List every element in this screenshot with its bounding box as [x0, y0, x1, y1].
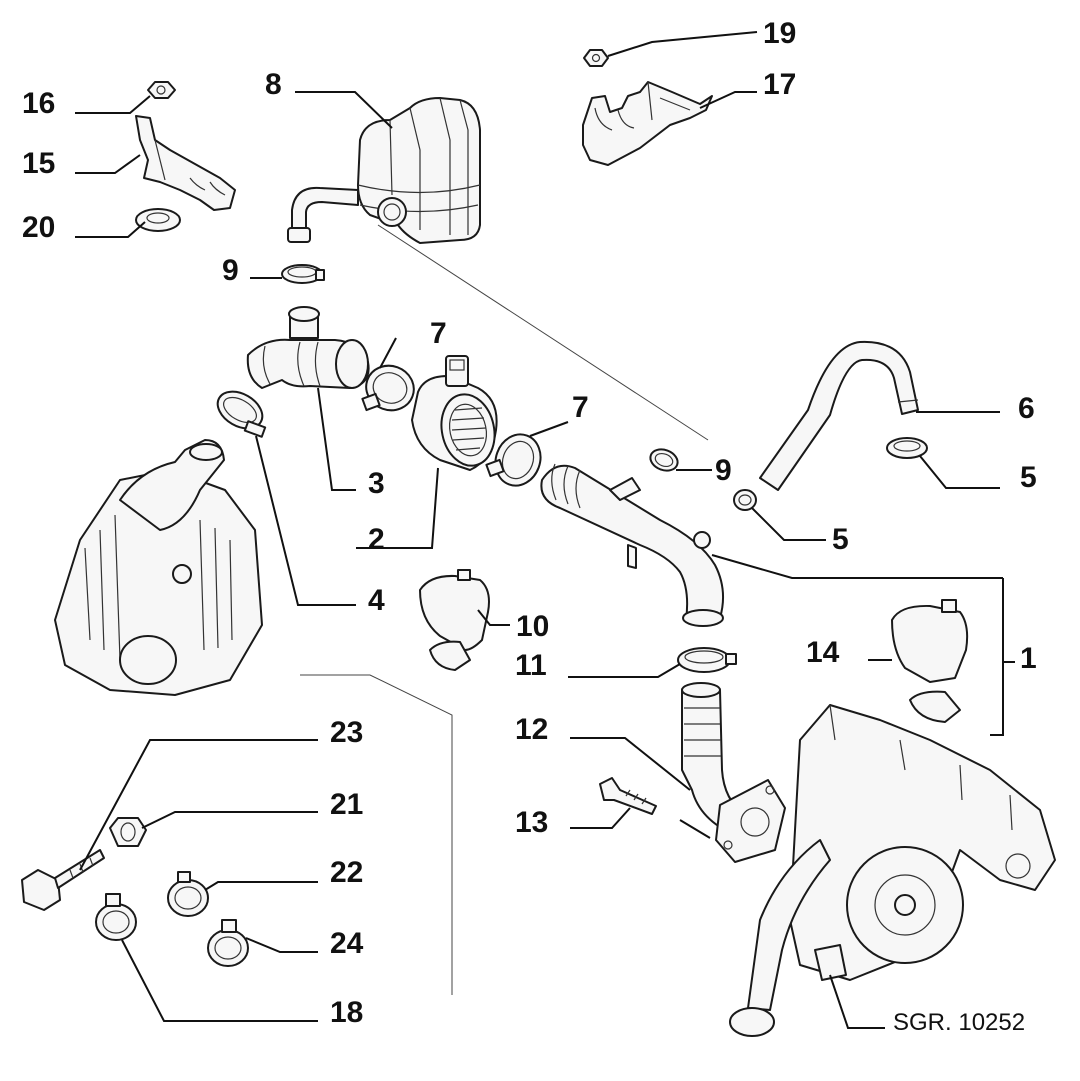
clamp-part-9-right — [649, 448, 679, 472]
bracket-part-15 — [135, 115, 236, 211]
callout-18: 18 — [330, 996, 363, 1029]
turbocharger-assembly — [729, 704, 1056, 1037]
air-filter-housing — [54, 439, 263, 696]
nut-part-16 — [147, 81, 176, 99]
callout-12: 12 — [515, 713, 548, 746]
callout-6: 6 — [1018, 392, 1035, 425]
section-divider-line — [300, 674, 453, 995]
clamp-part-7-left — [361, 364, 415, 412]
clamp-part-18 — [95, 893, 137, 941]
clamp-part-7-right — [485, 433, 542, 487]
callout-24: 24 — [330, 927, 364, 960]
callout-7a: 7 — [430, 317, 447, 350]
callout-2: 2 — [368, 523, 385, 556]
nut-part-21 — [109, 817, 147, 847]
callout-14: 14 — [806, 636, 840, 669]
callout-13: 13 — [515, 806, 548, 839]
bolt-part-13 — [599, 777, 657, 815]
callout-3: 3 — [368, 467, 385, 500]
clip-part-10 — [419, 569, 490, 671]
intake-pipe-part-1 — [540, 463, 725, 627]
clamp-part-4 — [216, 390, 267, 438]
callout-9b: 9 — [715, 454, 732, 487]
callout-22: 22 — [330, 856, 363, 889]
reference-code: SGR. 10252 — [893, 1009, 1025, 1036]
callout-17: 17 — [763, 68, 796, 101]
callout-11: 11 — [515, 649, 547, 682]
clamp-part-5-mid — [733, 489, 757, 511]
bolt-part-23 — [21, 849, 105, 911]
callout-9a: 9 — [222, 254, 239, 287]
clamp-part-11 — [677, 647, 737, 673]
grommet-part-20 — [135, 208, 181, 232]
nut-part-19 — [583, 49, 609, 67]
bracket-part-17 — [582, 81, 713, 166]
callout-7b: 7 — [572, 391, 589, 424]
resonator-box-part-8 — [287, 97, 709, 441]
callout-20: 20 — [22, 211, 55, 244]
callout-8: 8 — [265, 68, 282, 101]
clamp-part-24 — [207, 919, 249, 967]
callout-4: 4 — [368, 584, 385, 617]
intake-elbow-part-3 — [246, 306, 370, 389]
hose-part-6 — [759, 340, 919, 491]
callout-15: 15 — [22, 147, 55, 180]
clamp-part-9-upper — [281, 264, 325, 284]
clamp-part-22 — [167, 871, 209, 917]
clip-part-14 — [891, 599, 969, 723]
callout-21: 21 — [330, 788, 363, 821]
airflow-meter-part-2 — [411, 355, 498, 471]
turbo-inlet-pipe-part-12 — [681, 682, 786, 863]
callout-1: 1 — [1020, 642, 1037, 675]
callout-16: 16 — [22, 87, 55, 120]
leader-lines — [75, 31, 1015, 1029]
callout-5b: 5 — [832, 523, 849, 556]
callout-labels: 1 2 3 4 5 5 6 7 7 8 9 9 10 11 12 13 14 1… — [22, 17, 1037, 1036]
callout-10: 10 — [516, 610, 549, 643]
callout-19: 19 — [763, 17, 796, 50]
clamp-part-5-right — [886, 437, 928, 459]
callout-5a: 5 — [1020, 461, 1037, 494]
callout-23: 23 — [330, 716, 363, 749]
